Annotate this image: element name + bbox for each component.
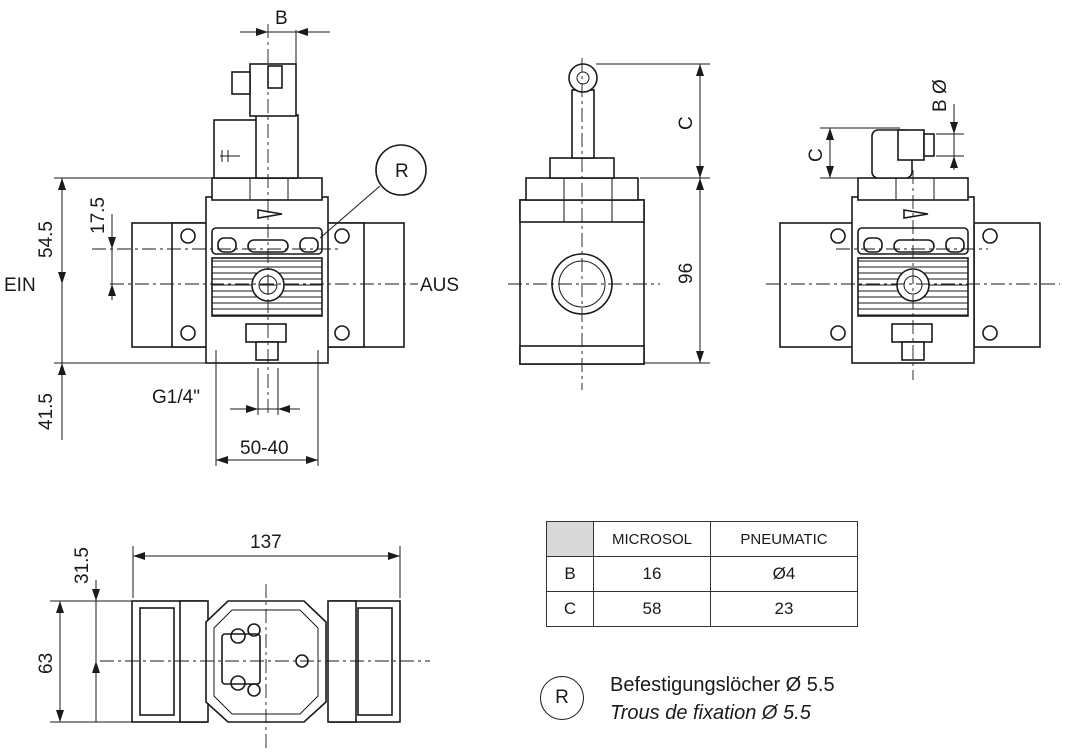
table-cell-microsol: 16 xyxy=(593,556,711,592)
table-cell-pneumatic: 23 xyxy=(710,591,858,627)
label-b-top: B xyxy=(275,8,288,29)
label-width-range: 50-40 xyxy=(240,438,289,459)
table-header-row: MICROSOL PNEUMATIC xyxy=(546,521,858,557)
table-row: B 16 Ø4 xyxy=(546,556,858,592)
label-c-middle: C xyxy=(676,116,697,130)
label-ein: EIN xyxy=(4,275,36,296)
top-view xyxy=(50,546,430,748)
legend-text-german: Befestigungslöcher Ø 5.5 xyxy=(610,674,835,696)
label-aus: AUS xyxy=(420,275,459,296)
front-view xyxy=(54,24,427,466)
legend-marker-r: R xyxy=(540,676,584,720)
table-row-label: B xyxy=(546,556,594,592)
side-view xyxy=(508,58,710,390)
label-dim-31-5: 31.5 xyxy=(72,547,93,584)
table-header-microsol: MICROSOL xyxy=(593,521,711,557)
label-thread: G1/4" xyxy=(152,387,200,408)
table-header-pneumatic: PNEUMATIC xyxy=(710,521,858,557)
label-dim-96: 96 xyxy=(676,263,697,284)
label-r-marker: R xyxy=(395,161,409,182)
label-dim-137: 137 xyxy=(250,532,282,553)
table-cell-pneumatic: Ø4 xyxy=(710,556,858,592)
table-header-empty xyxy=(546,521,594,557)
legend-text-french: Trous de fixation Ø 5.5 xyxy=(610,702,811,724)
label-b-dia-right: B Ø xyxy=(930,79,951,112)
table-row-label: C xyxy=(546,591,594,627)
label-dim-17-5: 17.5 xyxy=(88,197,109,234)
spec-table: MICROSOL PNEUMATIC B 16 Ø4 C 58 23 xyxy=(546,521,858,627)
table-row: C 58 23 xyxy=(546,591,858,627)
label-dim-54-5: 54.5 xyxy=(36,221,57,258)
label-c-right: C xyxy=(806,148,827,162)
label-dim-41-5: 41.5 xyxy=(36,393,57,430)
label-dim-63: 63 xyxy=(36,653,57,674)
pneumatic-view xyxy=(766,104,1060,380)
legend: R Befestigungslöcher Ø 5.5 Trous de fixa… xyxy=(540,670,940,730)
table-cell-microsol: 58 xyxy=(593,591,711,627)
